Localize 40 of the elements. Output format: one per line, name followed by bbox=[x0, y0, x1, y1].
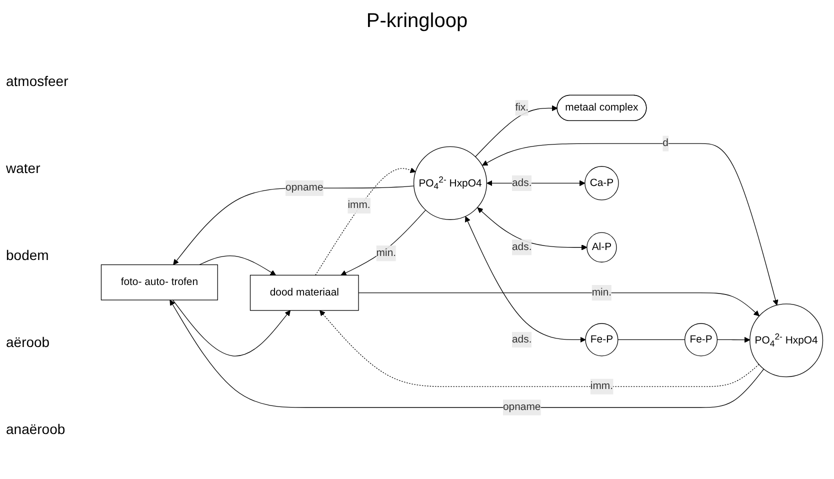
arrow bbox=[170, 299, 764, 408]
node-box: dood materiaal bbox=[250, 274, 359, 310]
layer-label: water bbox=[6, 160, 40, 176]
diagram-title: P-kringloop bbox=[365, 10, 469, 33]
node-circle: Ca-P bbox=[584, 166, 619, 200]
node-circle: PO$_{4}$$^{2-}$ HxpO4 bbox=[413, 146, 487, 220]
edge-label: opname bbox=[286, 182, 324, 194]
arrow bbox=[716, 336, 750, 342]
edge-label: min. bbox=[376, 247, 396, 258]
layer-label: aëroob bbox=[6, 334, 50, 350]
node-circle: Fe-P bbox=[684, 322, 718, 356]
edge-label: opname bbox=[503, 401, 541, 412]
arrow bbox=[358, 292, 760, 316]
layer-label: atmosfeer bbox=[6, 72, 68, 89]
layer-label: bodem bbox=[6, 246, 49, 263]
arrow bbox=[315, 167, 416, 276]
arrow bbox=[340, 209, 426, 276]
node-box: foto- auto- trofen bbox=[100, 264, 218, 300]
arrow bbox=[482, 142, 778, 306]
edge-label: imm. bbox=[348, 199, 370, 211]
arrow bbox=[199, 255, 276, 276]
edge-label: ads. bbox=[512, 177, 532, 188]
node-circle: Al-P bbox=[586, 232, 617, 262]
edge-label: imm. bbox=[590, 380, 614, 392]
arrow bbox=[477, 207, 588, 250]
arrow bbox=[173, 185, 414, 265]
edge-label: d bbox=[662, 137, 668, 148]
layer-label: anaëroob bbox=[6, 421, 66, 438]
edge-label: ads. bbox=[512, 334, 532, 345]
edge-label: ads. bbox=[512, 241, 532, 252]
edge-label: min. bbox=[592, 286, 612, 298]
arrow bbox=[475, 105, 558, 157]
arrow bbox=[320, 310, 760, 387]
connector bbox=[618, 339, 686, 340]
edge-label: fix. bbox=[515, 102, 529, 113]
node-circle: Fe-P bbox=[585, 322, 618, 356]
arrow bbox=[465, 216, 586, 342]
node-circle: PO$_{4}$$^{2-}$ HxpO4 bbox=[750, 303, 824, 377]
arrow bbox=[486, 180, 586, 186]
arrow bbox=[172, 299, 291, 356]
